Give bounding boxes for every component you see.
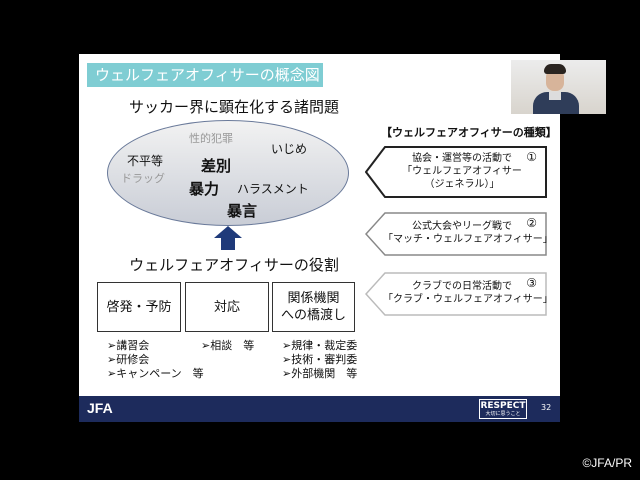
type-card-match: 公式大会やリーグ戦で 「マッチ・ウェルフェアオフィサー」 ② [365, 212, 553, 256]
issue-unfairness: 不平等 [127, 154, 164, 168]
issue-drugs: ドラッグ [121, 172, 165, 185]
slide-footer: JFA RESPECT 大切に思うこと 32 [79, 396, 560, 422]
up-arrow-icon [214, 226, 242, 238]
role-heading: ウェルフェアオフィサーの役割 [129, 256, 339, 274]
issue-sexual-crime: 性的犯罪 [189, 132, 233, 145]
speaker-body [533, 92, 579, 114]
role-box-response: 対応 [185, 282, 269, 332]
issues-heading: サッカー界に顕在化する諸問題 [128, 98, 339, 116]
role-box-awareness: 啓発・予防 [97, 282, 181, 332]
issue-bullying: いじめ [271, 142, 308, 156]
issues-ellipse [107, 120, 349, 226]
types-heading: 【ウェルフェアオフィサーの種類】 [381, 126, 557, 139]
list-item: ➢外部機関 等 [282, 367, 358, 380]
speaker-webcam [511, 60, 606, 114]
pentagon-shape [365, 212, 547, 256]
type-number: ① [526, 150, 537, 164]
role-list-liaison: ➢規律・裁定委 ➢技術・審判委 ➢外部機関 等 [282, 339, 357, 381]
type-card-general: 協会・運営等の活動で 「ウェルフェアオフィサー （ジェネラル）」 ① [365, 146, 547, 198]
issue-abusive-words: 暴言 [227, 202, 258, 220]
list-item: ➢規律・裁定委 [282, 339, 358, 352]
type-number: ③ [526, 276, 537, 290]
respect-logo: RESPECT 大切に思うこと [479, 399, 527, 419]
page-number: 32 [541, 403, 552, 412]
role-list-awareness: ➢講習会 ➢研修会 ➢キャンペーン 等 [107, 339, 204, 381]
pentagon-shape [365, 146, 547, 198]
issue-harassment: ハラスメント [237, 182, 309, 196]
speaker-collar [549, 92, 561, 100]
role-list-response: ➢相談 等 [201, 339, 254, 353]
list-item: ➢講習会 [107, 339, 150, 352]
list-item: ➢研修会 [107, 353, 150, 366]
role-box-liaison: 関係機関 への橋渡し [272, 282, 355, 332]
presentation-slide: ウェルフェアオフィサーの概念図 サッカー界に顕在化する諸問題 性的犯罪 いじめ … [79, 54, 560, 422]
jfa-logo: JFA [87, 400, 113, 416]
pentagon-shape [365, 272, 547, 316]
issue-discrimination: 差別 [201, 157, 232, 175]
speaker-face [546, 69, 564, 91]
list-item: ➢技術・審判委 [282, 353, 358, 366]
type-number: ② [526, 216, 537, 230]
list-item: ➢相談 等 [201, 339, 255, 352]
photo-credit: ©JFA/PR [582, 456, 632, 470]
type-card-club: クラブでの日常活動で 「クラブ・ウェルフェアオフィサー」 ③ [365, 272, 553, 316]
speaker-hair [544, 64, 566, 74]
slide-title: ウェルフェアオフィサーの概念図 [87, 63, 323, 87]
issue-violence: 暴力 [189, 180, 220, 198]
list-item: ➢キャンペーン 等 [107, 367, 204, 380]
up-arrow-shaft [221, 238, 235, 250]
